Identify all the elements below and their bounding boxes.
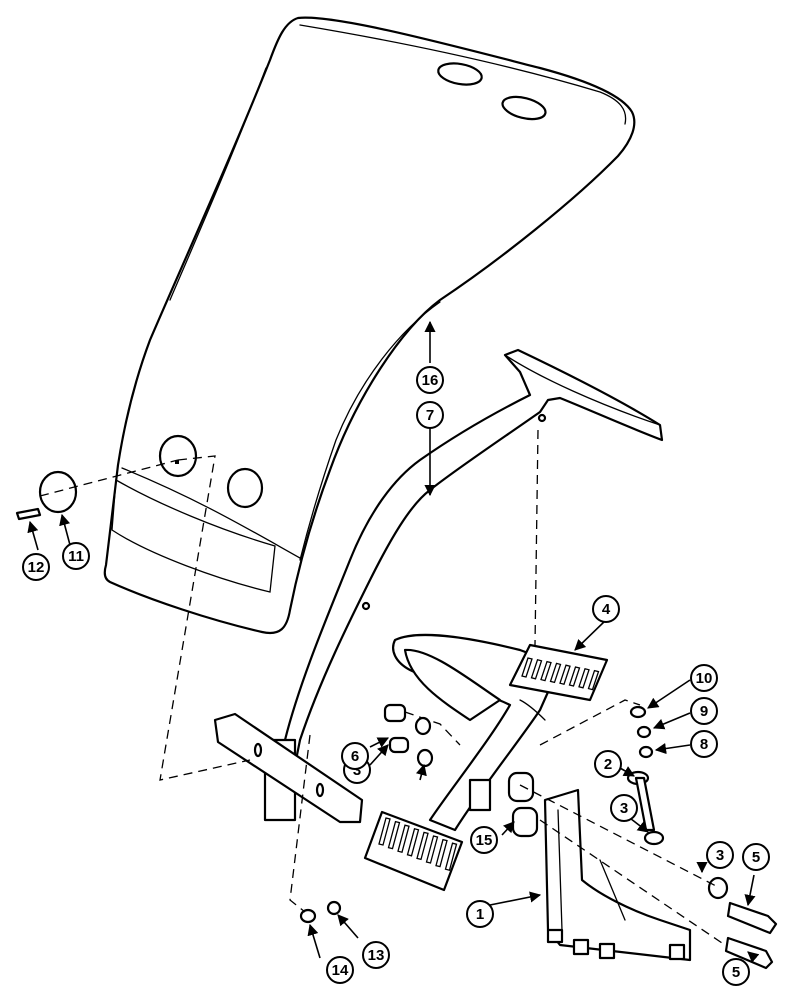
callout-label: 6 (351, 748, 359, 765)
callout-3-middle: 3 (610, 794, 638, 822)
stay-bracket-part (213, 348, 664, 824)
callout-label: 7 (426, 407, 434, 424)
callout-7: 7 (416, 401, 444, 429)
callout-11: 11 (62, 542, 90, 570)
callout-label: 11 (68, 548, 84, 565)
tread-slot (416, 831, 429, 861)
callout-label: 5 (732, 964, 740, 981)
callout-label: 5 (752, 849, 760, 866)
callout-9: 9 (690, 697, 718, 725)
assembly-dash-lines (39, 429, 726, 946)
callout-3-lower: 3 (706, 841, 734, 869)
callout-10: 10 (690, 664, 718, 692)
callout-4: 4 (592, 595, 620, 623)
tread-slot (425, 835, 439, 864)
callout-label: 3 (716, 847, 724, 864)
tread-slot (568, 666, 581, 687)
callout-label: 12 (28, 559, 45, 576)
callout-label: 15 (476, 832, 493, 849)
tread-slot (540, 660, 552, 682)
tread-slot (521, 657, 533, 678)
callout-label: 16 (422, 372, 439, 389)
callout-label: 10 (696, 670, 713, 687)
callout-8: 8 (690, 730, 718, 758)
callout-label: 3 (620, 800, 628, 817)
callout-label: 9 (700, 703, 708, 720)
callout-2: 2 (594, 750, 622, 778)
callout-label: 2 (604, 756, 612, 773)
callout-label: 13 (368, 947, 385, 964)
fender-part (103, 16, 636, 635)
callout-5-lower: 5 (722, 958, 750, 986)
tread-slot (406, 828, 420, 857)
tread-slot (530, 659, 543, 680)
callout-15: 15 (470, 826, 498, 854)
callout-label: 4 (602, 601, 611, 618)
callout-1: 1 (466, 900, 494, 928)
tread-slot (549, 662, 562, 684)
tread-slot (559, 664, 571, 685)
tread-slot (444, 842, 458, 871)
callout-16: 16 (416, 366, 444, 394)
callout-14: 14 (326, 956, 354, 984)
tread-slot (387, 820, 401, 850)
callout-label: 3 (353, 762, 361, 779)
tread-slot (587, 669, 600, 691)
support-bracket-part (543, 788, 692, 962)
tread-slot (378, 817, 391, 846)
step-assembly-part (363, 633, 609, 892)
callout-6: 6 (341, 742, 369, 770)
callout-label: 1 (476, 906, 484, 923)
callout-5-upper: 5 (742, 843, 770, 871)
tread-slot (578, 668, 590, 689)
callout-13: 13 (362, 941, 390, 969)
callout-label: 14 (332, 962, 349, 979)
callout-12: 12 (22, 553, 50, 581)
tread-slot (435, 838, 448, 868)
callout-label: 8 (700, 736, 708, 753)
tread-slot (397, 824, 410, 853)
upper-tread-slots (521, 657, 600, 691)
